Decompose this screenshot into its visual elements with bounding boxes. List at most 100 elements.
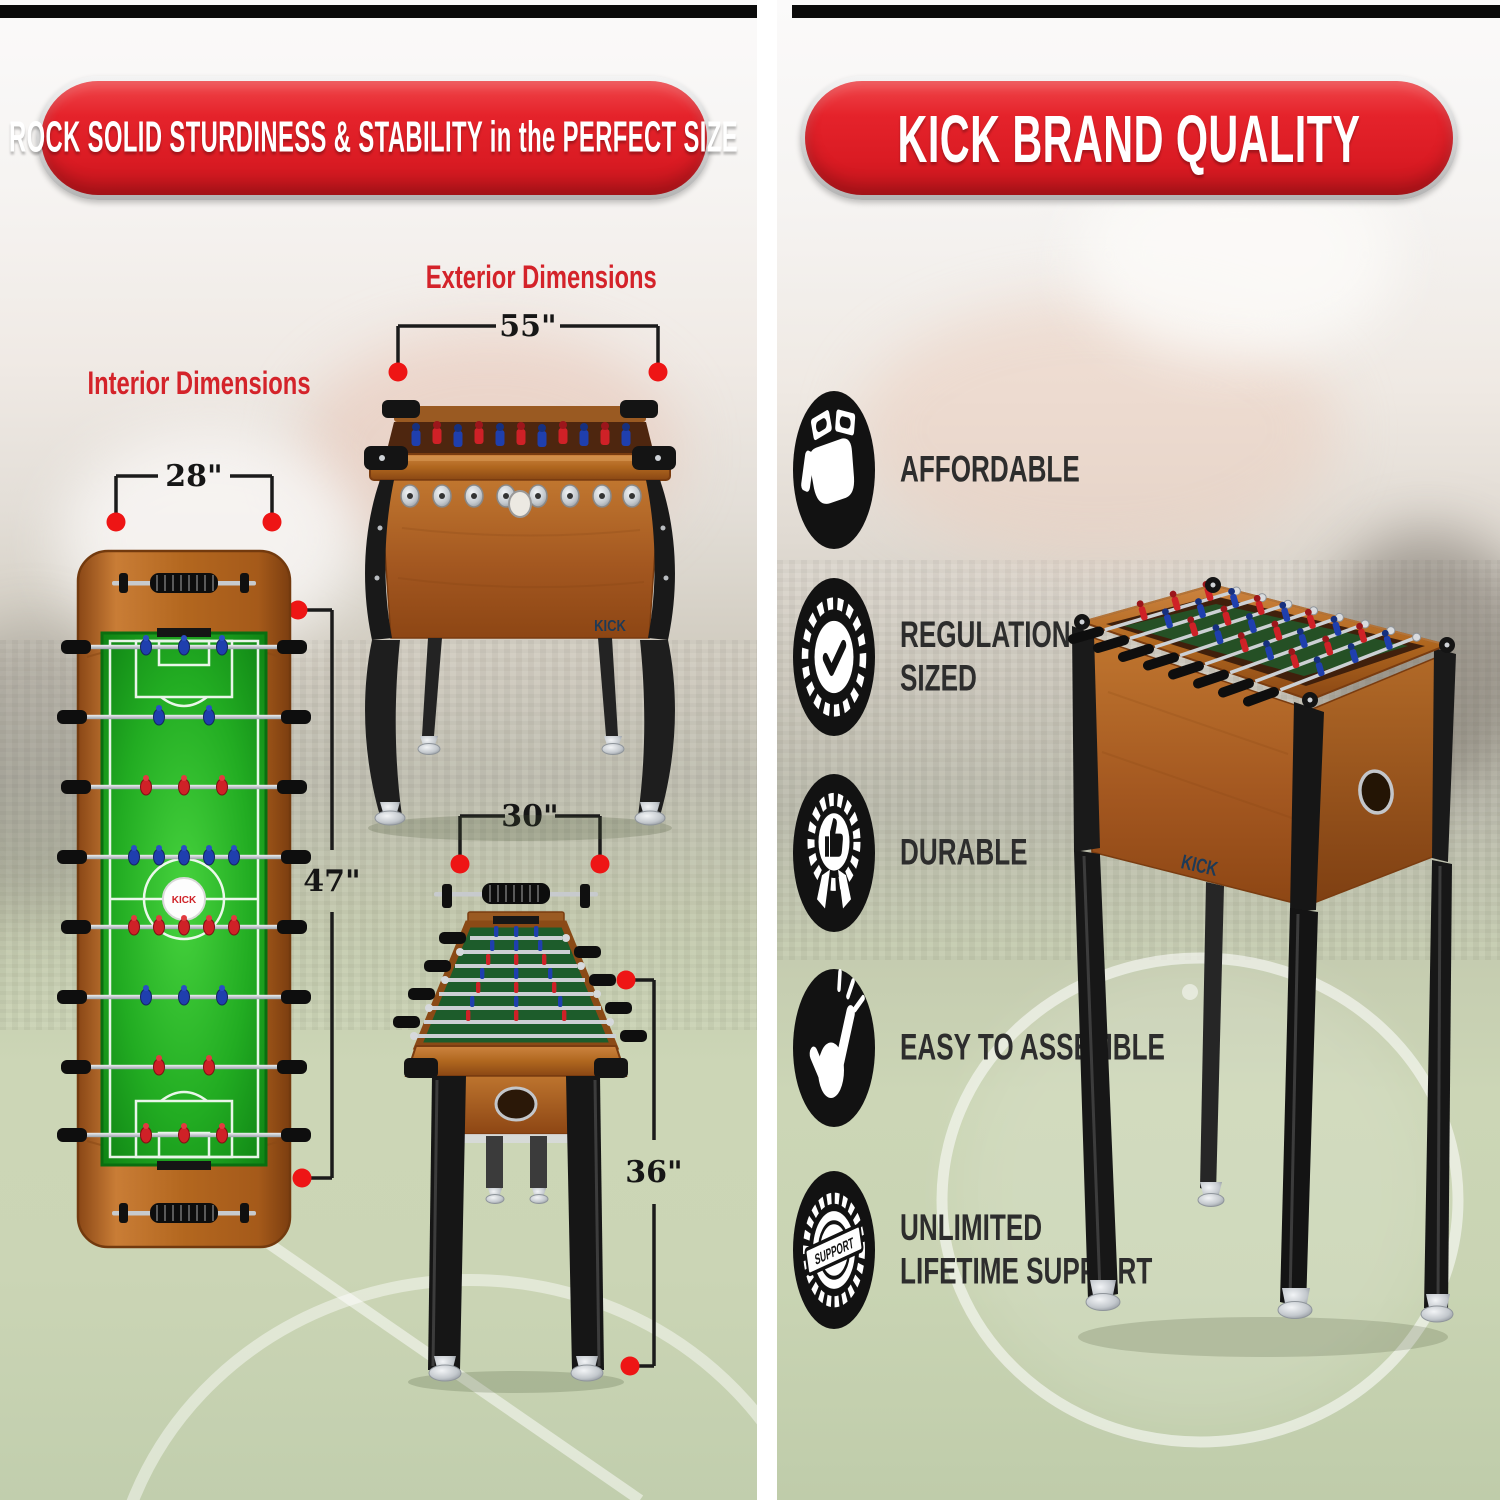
dimension-value-55: 55" xyxy=(499,309,556,344)
side-panel-right xyxy=(646,480,675,640)
grass-highlight xyxy=(957,960,1437,1420)
far-leg xyxy=(530,1136,547,1188)
chrome-foot xyxy=(1085,1293,1121,1311)
dimension-dot xyxy=(262,512,282,532)
right-banner-pill: KICK BRAND QUALITY xyxy=(800,76,1458,200)
dimension-value-36: 36" xyxy=(625,1155,682,1190)
foosball-table-topdown-view: KICK xyxy=(57,549,311,1249)
dimension-interior-width: 28" xyxy=(106,459,282,532)
feature-line: REGULATION xyxy=(900,614,1071,656)
feature-line: EASY TO ASSEMBLE xyxy=(900,1027,1165,1069)
chrome-foot xyxy=(428,1364,462,1382)
feature-line: AFFORDABLE xyxy=(900,449,1080,491)
money-hand-icon xyxy=(793,391,875,549)
cup-holder xyxy=(1358,769,1394,815)
back-leg xyxy=(422,638,442,736)
table-shadow xyxy=(1078,1317,1448,1357)
right-panel-brand-quality: KICK BRAND QUALITY xyxy=(777,0,1500,1500)
front-leg-right xyxy=(638,640,675,816)
goalie-handle-top xyxy=(112,573,256,593)
dimension-dot xyxy=(292,1168,312,1188)
front-leg-left xyxy=(365,640,402,816)
far-leg xyxy=(1200,882,1224,1194)
foosball-table-exterior-view: KICK xyxy=(364,400,676,841)
rod-bearings xyxy=(400,484,642,508)
goalie-handle xyxy=(434,883,598,908)
left-banner-pill: ROCK SOLID STURDINESS & STABILITY in the… xyxy=(9,76,738,200)
table-shadow xyxy=(408,1371,624,1393)
snap-fingers-icon xyxy=(793,968,875,1127)
corner-cap xyxy=(404,1058,438,1078)
dimension-dot xyxy=(288,600,308,620)
kick-logo-text: KICK xyxy=(172,895,197,906)
goal-slot xyxy=(493,916,539,924)
feature-line: DURABLE xyxy=(900,832,1028,874)
interior-dimensions-label: Interior Dimensions xyxy=(87,365,311,403)
side-panel-left xyxy=(365,480,394,640)
brand-crest xyxy=(508,490,532,518)
chrome-foot xyxy=(374,810,406,826)
support-seal-icon: SUPPORT xyxy=(793,1171,875,1329)
corner-cap xyxy=(594,1058,628,1078)
corner-cap xyxy=(632,446,676,470)
dimension-dot xyxy=(648,362,668,382)
chrome-foot xyxy=(1277,1301,1313,1319)
pitch-lines xyxy=(936,952,1464,1448)
goalie-handle-bottom xyxy=(112,1203,256,1223)
corner-post xyxy=(1072,626,1100,852)
dimension-interior-length: 47" xyxy=(288,600,361,1188)
foosball-table-perspective-view: KICK xyxy=(1068,577,1456,1357)
leg-center xyxy=(1280,908,1318,1308)
rods-and-players xyxy=(393,926,647,1042)
left-banner-text: ROCK SOLID STURDINESS & STABILITY in the… xyxy=(9,113,739,162)
badge-check-icon xyxy=(793,578,875,736)
feature-label-durable: DURABLE xyxy=(900,831,1028,875)
leg-near-left xyxy=(1074,850,1118,1300)
left-banner-red: ROCK SOLID STURDINESS & STABILITY in the… xyxy=(9,81,738,195)
dimension-exterior-width: 55" xyxy=(388,309,668,382)
table-shadow xyxy=(368,815,672,841)
feature-label-regulation-sized: REGULATION SIZED xyxy=(900,613,1071,700)
award-ribbon-icon xyxy=(793,774,875,932)
dimension-dot xyxy=(620,1356,640,1376)
chrome-foot xyxy=(634,810,666,826)
corner-post xyxy=(1432,648,1456,862)
feature-label-affordable: AFFORDABLE xyxy=(900,448,1080,492)
dimension-value-30: 30" xyxy=(501,799,558,834)
exterior-dimensions-label: Exterior Dimensions xyxy=(425,259,657,297)
feature-line: UNLIMITED xyxy=(900,1207,1043,1249)
cup-holder xyxy=(494,1086,538,1122)
corner-post xyxy=(1290,702,1324,912)
goal-slot xyxy=(157,628,211,637)
near-rim xyxy=(404,1045,628,1077)
dimension-value-28: 28" xyxy=(165,459,222,494)
kick-logo-text: KICK xyxy=(594,618,626,635)
dimension-dot xyxy=(616,970,636,990)
top-black-bar xyxy=(792,5,1500,18)
back-leg xyxy=(598,638,618,736)
chrome-foot xyxy=(570,1364,604,1382)
field-hint xyxy=(1124,604,1408,676)
dimension-dot xyxy=(106,512,126,532)
right-banner-text: KICK BRAND QUALITY xyxy=(897,100,1361,176)
player-rods xyxy=(57,634,311,1144)
dimension-height: 36" xyxy=(616,970,683,1376)
rods-and-players xyxy=(1068,580,1422,707)
goal-slot xyxy=(157,1161,211,1170)
feature-label-easy-to-assemble: EASY TO ASSEMBLE xyxy=(900,1026,1165,1070)
dimension-dot xyxy=(450,854,470,874)
dimension-dot xyxy=(590,854,610,874)
top-black-bar xyxy=(0,5,757,18)
feature-line: SIZED xyxy=(900,658,977,700)
foosball-table-end-view xyxy=(393,883,647,1393)
far-leg xyxy=(486,1136,503,1188)
dimension-end-width: 30" xyxy=(450,799,610,874)
stretcher-bar xyxy=(462,1134,570,1143)
dimension-dot xyxy=(388,362,408,382)
chrome-foot xyxy=(1420,1305,1454,1323)
corner-cap xyxy=(364,446,408,470)
right-banner-red: KICK BRAND QUALITY xyxy=(805,81,1453,195)
left-panel-dimensions: ROCK SOLID STURDINESS & STABILITY in the… xyxy=(0,0,757,1500)
dimension-value-47: 47" xyxy=(303,864,360,899)
